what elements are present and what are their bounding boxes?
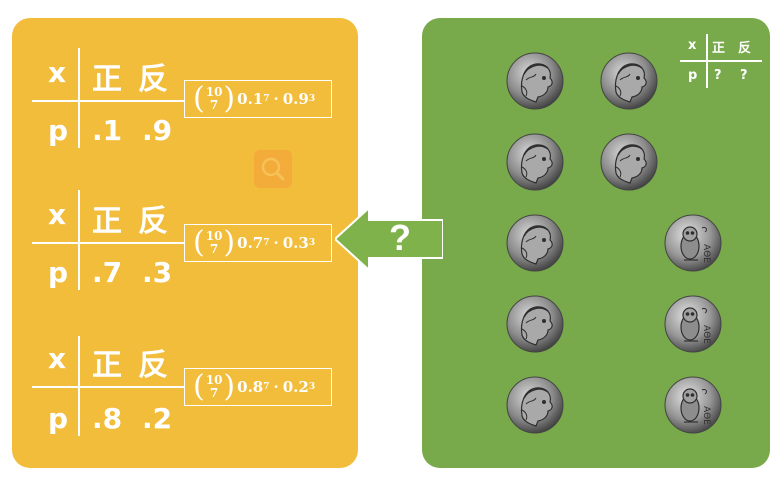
- p-heads-value: .1: [92, 114, 123, 147]
- p-tails-value: .2: [142, 402, 173, 435]
- search-icon[interactable]: [254, 150, 292, 188]
- table-divider-h: [680, 60, 762, 62]
- svg-text:ΑΘΕ: ΑΘΕ: [701, 244, 711, 263]
- table-divider-h: [32, 242, 184, 244]
- p-heads-value: .8: [92, 402, 123, 435]
- svg-text:ΑΘΕ: ΑΘΕ: [701, 325, 711, 344]
- coin-tails-icon: ΑΘΕ: [664, 295, 722, 353]
- table-divider-v: [78, 48, 80, 148]
- p-tails-value: .3: [142, 256, 173, 289]
- table-divider-h: [32, 100, 184, 102]
- p-tails-value: .9: [142, 114, 173, 147]
- coin-heads-icon: [600, 52, 658, 110]
- heads-label: 正: [92, 348, 122, 383]
- table-divider-v: [78, 336, 80, 436]
- arrow-left-icon: [335, 208, 443, 270]
- heads-label: 正: [712, 41, 726, 56]
- p-label: p: [48, 256, 69, 289]
- p-heads-value: .7: [92, 256, 123, 289]
- x-label: x: [688, 38, 697, 53]
- tails-label: 反: [138, 204, 168, 239]
- x-label: x: [48, 56, 67, 89]
- coin-tails-icon: ΑΘΕ: [664, 214, 722, 272]
- coin-heads-icon: [506, 376, 564, 434]
- x-label: x: [48, 342, 67, 375]
- coin-heads-icon: [506, 214, 564, 272]
- heads-label: 正: [92, 62, 122, 97]
- table-divider-v: [706, 34, 708, 88]
- table-divider-h: [32, 386, 184, 388]
- p-label: p: [688, 68, 698, 83]
- p-label: p: [48, 402, 69, 435]
- table-divider-v: [78, 190, 80, 290]
- heads-label: 正: [92, 204, 122, 239]
- coin-heads-icon: [506, 295, 564, 353]
- p-label: p: [48, 114, 69, 147]
- tails-label: 反: [138, 62, 168, 97]
- p-tails-value: ?: [740, 68, 748, 83]
- svg-text:ΑΘΕ: ΑΘΕ: [701, 406, 711, 425]
- p-heads-value: ?: [714, 68, 722, 83]
- tails-label: 反: [138, 348, 168, 383]
- unknown-probability-table: x 正 反 p ? ?: [680, 30, 762, 90]
- question-mark: ?: [389, 217, 411, 258]
- coin-tails-icon: ΑΘΕ: [664, 376, 722, 434]
- coin-heads-icon: [506, 133, 564, 191]
- tails-label: 反: [738, 41, 752, 56]
- coin-heads-icon: [600, 133, 658, 191]
- coin-heads-icon: [506, 52, 564, 110]
- x-label: x: [48, 198, 67, 231]
